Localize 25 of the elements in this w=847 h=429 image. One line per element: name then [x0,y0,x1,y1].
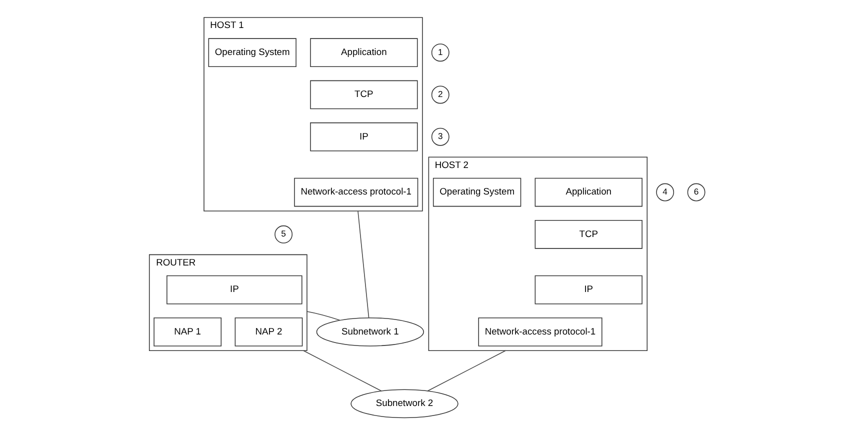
node-box: IP [310,122,418,152]
connector [302,350,382,392]
node-box: NAP 1 [153,318,222,346]
node-circle: 2 [430,86,449,104]
node-box: IP [534,275,642,304]
node-ellipse: Subnetwork 2 [350,389,458,418]
node-box: TCP [310,80,418,110]
connector [357,210,369,318]
node-box: Operating System [432,178,521,207]
node-box: TCP [534,220,642,249]
node-box: Application [310,38,418,68]
connector [426,350,506,392]
node-circle: 3 [430,128,449,146]
node-circle: 6 [686,183,705,202]
node-box: Application [534,178,642,207]
node-box: Network-access protocol-1 [294,178,418,207]
node-circle: 4 [656,183,674,202]
node-box: Network-access protocol-1 [478,318,602,346]
node-circle: 5 [274,225,292,244]
node-box: IP [166,275,302,304]
node-circle: 1 [430,44,449,62]
connector [306,311,340,321]
node-box: NAP 2 [234,318,302,346]
node-box: Operating System [208,38,296,68]
node-ellipse: Subnetwork 1 [316,318,424,346]
